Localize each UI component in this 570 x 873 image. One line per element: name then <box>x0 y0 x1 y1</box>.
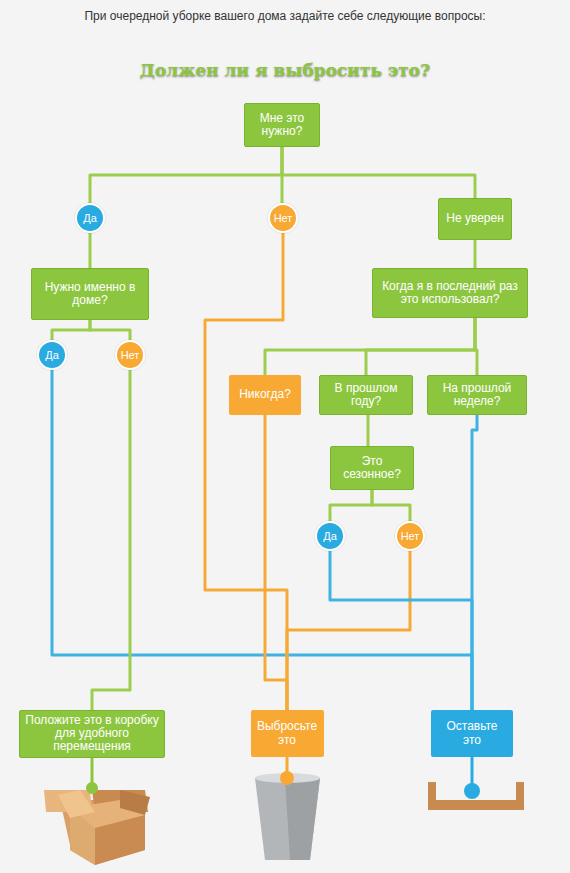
step-box: Положите это в коробку для удобного пере… <box>19 710 165 758</box>
node-text: Никогда? <box>239 388 291 401</box>
node-text: Это сезонное? <box>336 455 408 481</box>
flow-line <box>52 320 90 340</box>
flow-line <box>474 240 477 268</box>
node-text: Да <box>83 212 97 224</box>
step-box: Не уверен <box>438 198 512 240</box>
node-text: Нет <box>121 349 140 361</box>
node-text: Нужно именно в доме? <box>37 281 143 307</box>
flow-line <box>330 490 372 521</box>
flow-line <box>330 551 472 710</box>
answer-circle: Нет <box>395 521 425 551</box>
flow-line <box>282 147 475 198</box>
node-text: В прошлом году? <box>325 382 407 408</box>
node-text: Положите это в коробку для удобного пере… <box>25 714 159 754</box>
flow-line <box>90 320 130 340</box>
title: Должен ли я выбросить это? <box>20 60 550 80</box>
answer-circle: Да <box>37 340 67 370</box>
flow-line <box>89 233 92 268</box>
step-box: Нужно именно в доме? <box>31 268 149 320</box>
node-text: Нет <box>274 212 293 224</box>
step-box: Когда я в последний раз это использовал? <box>372 268 528 318</box>
flow-line <box>90 147 282 203</box>
node-text: Да <box>45 349 59 361</box>
flow-line <box>205 233 287 710</box>
step-box: Оставьте это <box>431 710 513 757</box>
flow-line <box>367 415 370 446</box>
step-box: На прошлой неделе? <box>427 375 527 415</box>
answer-circle: Да <box>315 521 345 551</box>
flow-line <box>472 415 477 710</box>
answer-circle: Нет <box>115 340 145 370</box>
answer-circle: Да <box>75 203 105 233</box>
step-box: Мне это нужно? <box>244 103 320 147</box>
node-text: Не уверен <box>446 212 504 225</box>
flow-line <box>265 415 287 710</box>
flow-line <box>475 318 477 375</box>
flow-line <box>265 318 475 375</box>
step-box: Это сезонное? <box>330 446 414 490</box>
node-text: Выбросьте это <box>256 720 319 746</box>
answer-circle: Нет <box>268 203 298 233</box>
node-text: На прошлой неделе? <box>433 382 521 408</box>
node-text: Да <box>323 530 337 542</box>
subtitle: При очередной уборке вашего дома задайте… <box>60 10 510 24</box>
node-text: Оставьте это <box>436 720 508 746</box>
node-text: Мне это нужно? <box>250 112 314 138</box>
flow-line <box>366 318 475 375</box>
flow-line <box>287 551 410 710</box>
node-text: Нет <box>401 530 420 542</box>
step-box: Никогда? <box>229 375 301 415</box>
flow-line <box>372 490 410 521</box>
step-box: В прошлом году? <box>319 375 413 415</box>
flow-line <box>92 370 130 710</box>
node-text: Когда я в последний раз это использовал? <box>378 280 522 306</box>
step-box: Выбросьте это <box>251 710 324 757</box>
flow-line <box>52 370 472 710</box>
